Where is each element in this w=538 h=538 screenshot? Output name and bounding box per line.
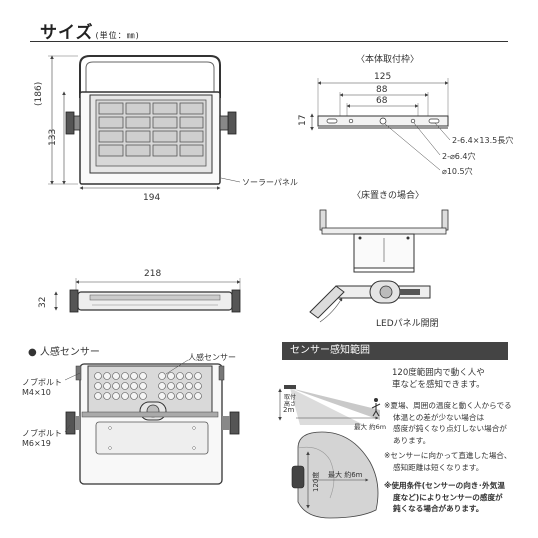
range-note-1: ※夏場、周囲の温度と動く人からでる 体温との差が少ない場合は 感度が鈍くなり点灯… [384,400,512,446]
page-title: サイズ(単位：㎜) [40,18,140,43]
knob-right [219,111,237,135]
solar-panel [95,99,207,167]
front-view-drawing [48,55,241,190]
bolt-2-size: M6×19 [22,439,51,448]
max-range-label-2: 最大 約6m [328,471,363,479]
dim-width: 194 [143,193,161,203]
side-dim-width: 218 [144,269,162,279]
range-desc-line: 120度範囲内で動く人や [392,368,485,378]
range-desc: 120度範囲内で動く人や 車などを感知できます。 [392,368,485,391]
handle [79,55,221,98]
note-line: 感度が鈍くなり点灯しない場合が [393,424,507,433]
bracket-heading: 〈本体取付枠〉 [356,55,420,65]
note-line: ※使用条件(センサーの向き･外気温 [384,481,505,490]
note-line: 度など)によりセンサーの感度が [393,492,503,502]
dim-17: 17 [298,114,308,126]
range-illustration [278,385,381,519]
range-desc-line: 車などを感知できます。 [392,379,485,390]
sensor-view-drawing [64,359,240,485]
dim-total-height: (186) [34,81,44,106]
bolt-2-name: ノブボルト [22,429,62,438]
hole-label-slot: 2-6.4×13.5長穴 [452,136,514,145]
note-line: 体温との差が少ない場合は [393,412,485,422]
floor-heading: 〈床置きの場合〉 [352,191,425,201]
side-view-drawing [54,278,241,313]
unit-note: (単位：㎜) [95,31,140,40]
title-text: サイズ [40,23,94,43]
mount-label-1: 取付 [284,394,297,401]
note-line: 鈍くなる場合があります。 [393,504,484,513]
hole-label-center: ⌀10.5穴 [442,167,473,176]
title-rule [30,41,508,42]
dim-88: 88 [376,85,388,95]
bolt-1-size: M4×10 [22,388,51,397]
range-banner: センサー感知範囲 [282,342,508,360]
knob-left [65,111,81,135]
dim-height: 133 [48,128,58,146]
sensor-label: 人感センサー [188,353,236,362]
mount-label-2: 高さ [284,401,297,408]
range-note-2: ※センサーに向かって直進した場合、 感知距離は短くなります。 [384,450,511,473]
dim-125: 125 [374,72,392,82]
mount-height: 2m [283,406,295,414]
solar-panel-label: ソーラーパネル [242,178,298,187]
note-line: ※夏場、周囲の温度と動く人からでる [384,401,512,410]
led-panel-label: LEDパネル開閉 [376,319,439,329]
bolt-1-name: ノブボルト [22,378,62,387]
note-line: あります。 [393,435,431,445]
hole-label-round: 2-⌀6.4穴 [442,152,476,161]
max-range-label: 最大 約6m [354,423,387,431]
side-dim-height: 32 [38,296,48,308]
floor-bracket-drawing [309,209,449,323]
angle-label: 120度 [312,471,320,492]
note-line: ※センサーに向かって直進した場合、 [384,451,512,460]
range-note-3: ※使用条件(センサーの向き･外気温 度など)によりセンサーの感度が 鈍くなる場合… [384,480,505,515]
note-line: 感知距離は短くなります。 [393,462,484,472]
sensor-heading: ● 人感センサー [28,347,100,358]
bracket-drawing [310,78,451,171]
dim-68: 68 [376,96,388,106]
